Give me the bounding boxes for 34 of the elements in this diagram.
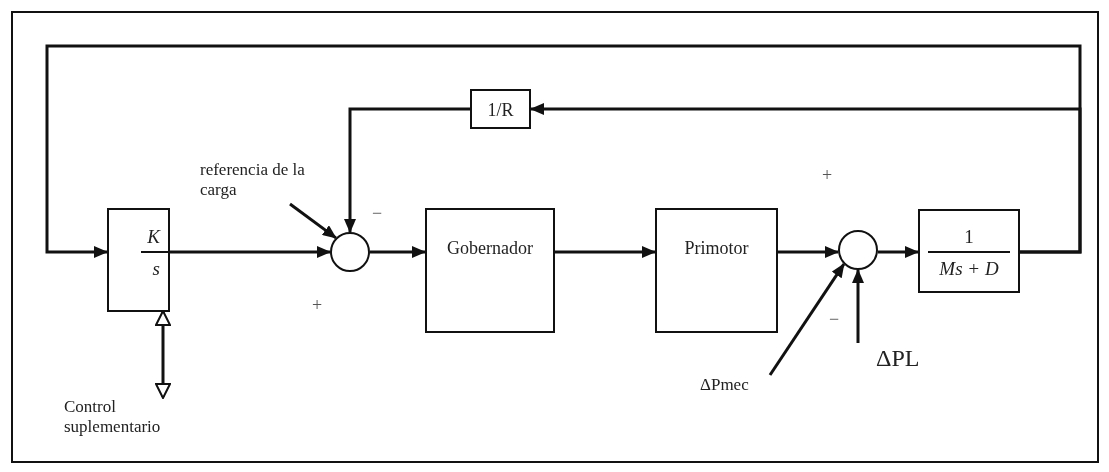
sign-label: + xyxy=(312,296,323,314)
denominator: Ms + D xyxy=(938,258,1000,280)
arrow xyxy=(878,246,919,258)
arrow xyxy=(778,246,839,258)
sign-label: + xyxy=(822,166,833,184)
gain-block xyxy=(470,89,531,129)
arrow xyxy=(170,246,331,258)
arrow xyxy=(555,246,656,258)
arrow xyxy=(530,103,1082,254)
arrow xyxy=(344,107,470,233)
signal-label: ΔPmec xyxy=(700,375,785,401)
block-label: 1/R xyxy=(486,100,515,121)
arrow xyxy=(768,263,846,376)
arrow xyxy=(852,269,864,343)
arrow xyxy=(370,246,426,258)
annotation-text: Control suplementario xyxy=(64,397,189,443)
arrow xyxy=(289,202,337,240)
numerator: K xyxy=(147,226,160,248)
block-label: Primotor xyxy=(683,238,750,259)
sign-label: − xyxy=(829,310,840,328)
signal-label: ΔPL xyxy=(852,343,937,377)
sign-label: − xyxy=(372,204,383,222)
denominator: s xyxy=(152,258,160,280)
numerator: 1 xyxy=(963,226,975,248)
transfer-function-block xyxy=(918,209,1020,293)
arrow xyxy=(45,44,1082,258)
summing-junction xyxy=(838,230,878,270)
annotation-text: referencia de la carga xyxy=(200,160,345,204)
process-block xyxy=(655,208,778,333)
process-block xyxy=(425,208,555,333)
double-arrow xyxy=(155,310,171,399)
summing-junction xyxy=(330,232,370,272)
block-label: Gobernador xyxy=(446,238,534,259)
transfer-function-block xyxy=(107,208,170,312)
